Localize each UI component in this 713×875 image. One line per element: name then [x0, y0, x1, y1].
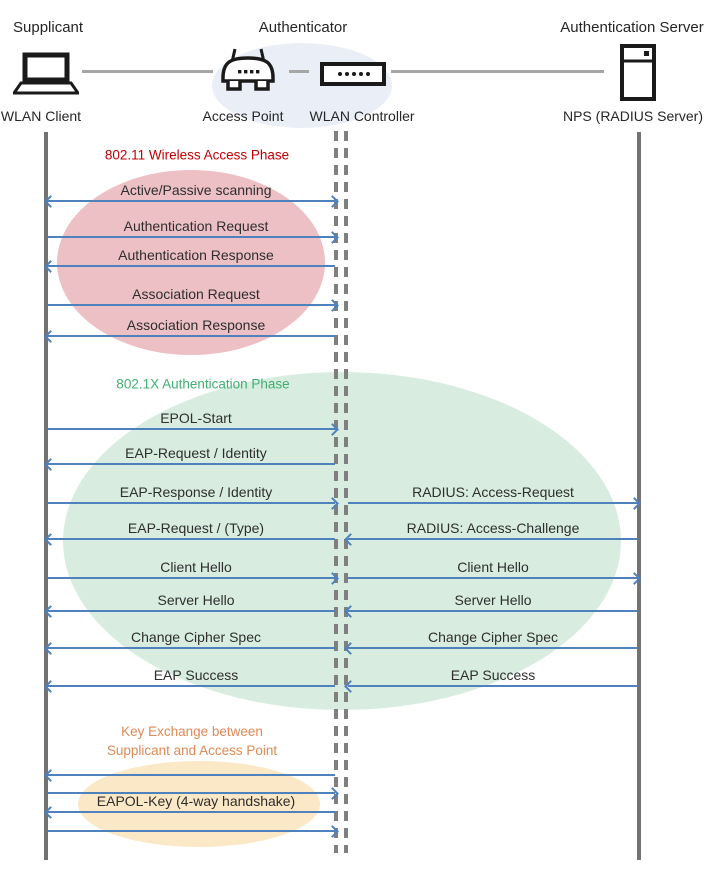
connector-client-to-ap	[82, 70, 213, 73]
message-label-eap-response-identity: EAP-Response / Identity	[119, 484, 273, 500]
message-arrow-eap-success	[344, 679, 637, 693]
message-arrow-association-response	[44, 329, 335, 343]
role-label-supplicant: Supplicant	[13, 19, 84, 36]
message-arrow-unlabeled-20	[48, 786, 339, 800]
laptop-icon	[11, 52, 81, 101]
message-arrow-radius-access-challenge	[344, 532, 637, 546]
server-icon	[620, 44, 656, 106]
connector-controller-to-server	[391, 70, 604, 73]
message-arrow-eapol-key-4-way-handshake	[44, 805, 335, 819]
connector-ap-to-controller	[289, 70, 309, 73]
message-arrow-server-hello	[44, 604, 335, 618]
message-label-active-passive-scanning: Active/Passive scanning	[120, 182, 272, 198]
message-label-authentication-request: Authentication Request	[123, 218, 269, 234]
message-arrow-active-passive-scanning	[44, 194, 339, 208]
message-label-eapol-key-4-way-handshake: EAPOL-Key (4-way handshake)	[96, 793, 296, 809]
message-arrow-client-hello	[348, 571, 641, 585]
message-arrow-change-cipher-spec	[44, 641, 335, 655]
message-arrow-eap-response-identity	[48, 496, 339, 510]
phase2-authentication-ellipse	[63, 372, 621, 710]
phase3-title-line1: Key Exchange between	[121, 724, 263, 739]
message-arrow-eap-success	[44, 679, 335, 693]
message-arrow-epol-start	[48, 422, 339, 436]
phase3-title-line2: Supplicant and Access Point	[106, 743, 278, 758]
message-label-server-hello: Server Hello	[157, 592, 235, 608]
message-label-association-request: Association Request	[132, 286, 260, 302]
message-arrow-eap-request-identity	[44, 457, 335, 471]
phase3-title: Key Exchange between Supplicant and Acce…	[107, 722, 277, 760]
message-arrow-association-request	[48, 298, 339, 312]
message-arrow-unlabeled-19	[44, 768, 335, 782]
node-label-wlan-client: WLAN Client	[0, 108, 82, 124]
lifeline-authenticator-dashed-left	[334, 131, 338, 853]
message-label-radius-access-challenge: RADIUS: Access-Challenge	[406, 520, 580, 536]
message-label-authentication-response: Authentication Response	[118, 247, 274, 263]
message-label-eap-request-type: EAP-Request / (Type)	[127, 520, 265, 536]
message-arrow-eap-request-type	[44, 532, 335, 546]
message-arrow-client-hello	[48, 571, 339, 585]
message-label-eap-success: EAP Success	[153, 667, 239, 683]
node-label-nps-radius-server: NPS (RADIUS Server)	[562, 108, 704, 124]
message-label-eap-request-identity: EAP-Request / Identity	[125, 445, 267, 461]
wlan-controller-icon	[320, 62, 386, 92]
message-arrow-server-hello	[344, 604, 637, 618]
message-label-eap-success: EAP Success	[450, 667, 536, 683]
message-label-server-hello: Server Hello	[454, 592, 532, 608]
role-label-authenticator: Authenticator	[258, 19, 348, 36]
message-label-change-cipher-spec: Change Cipher Spec	[428, 629, 558, 645]
phase1-title: 802.11 Wireless Access Phase	[104, 147, 290, 163]
message-label-epol-start: EPOL-Start	[160, 410, 232, 426]
role-label-authentication-server: Authentication Server	[560, 19, 704, 36]
message-arrow-change-cipher-spec	[344, 641, 637, 655]
phase2-title: 802.1X Authentication Phase	[116, 376, 290, 392]
message-label-radius-access-request: RADIUS: Access-Request	[412, 484, 574, 500]
access-point-icon	[218, 47, 278, 98]
message-arrow-authentication-request	[48, 230, 339, 244]
message-label-change-cipher-spec: Change Cipher Spec	[131, 629, 261, 645]
message-label-client-hello: Client Hello	[160, 559, 232, 575]
message-arrow-authentication-response	[44, 259, 335, 273]
node-label-access-point: Access Point	[202, 108, 284, 124]
node-label-wlan-controller: WLAN Controller	[309, 108, 415, 124]
message-label-client-hello: Client Hello	[457, 559, 529, 575]
lifeline-authenticator-dashed-right	[344, 131, 348, 853]
message-arrow-radius-access-request	[348, 496, 641, 510]
lifeline-radius-server	[637, 132, 641, 860]
lifeline-wlan-client	[44, 132, 48, 860]
message-label-association-response: Association Response	[126, 317, 266, 333]
message-arrow-unlabeled-22	[48, 824, 339, 838]
